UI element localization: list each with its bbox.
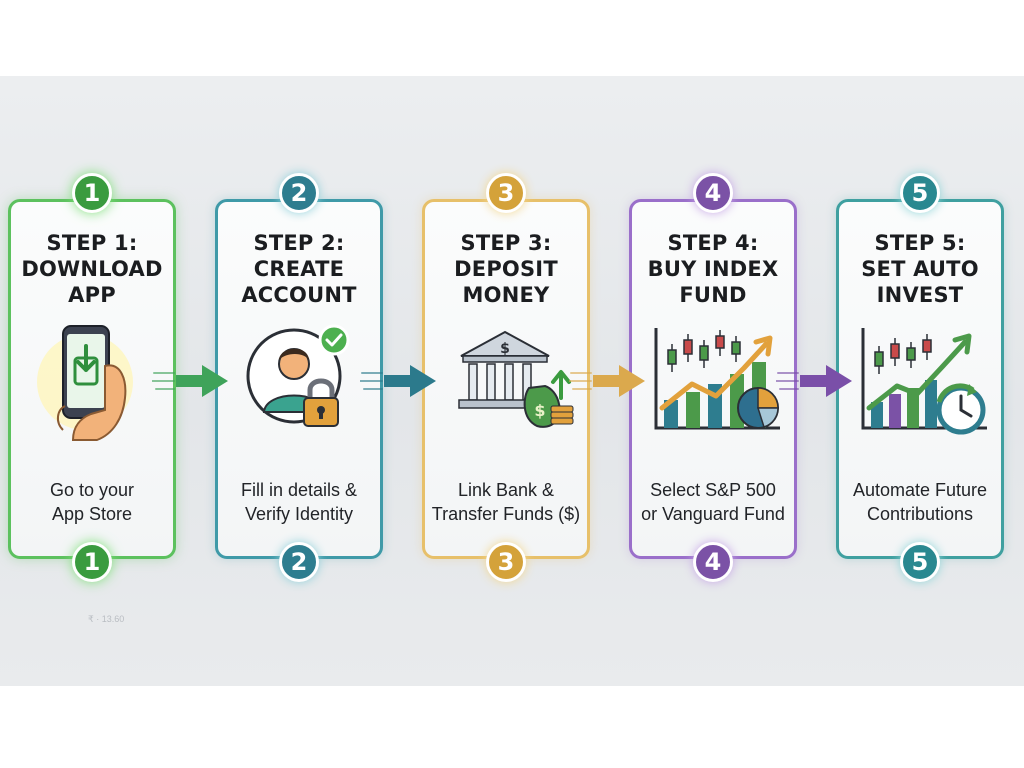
svg-text:$: $ <box>534 401 545 420</box>
process-diagram: STEP 1: DOWNLOAD APP Go to your App Stor… <box>0 76 1024 686</box>
svg-text:$: $ <box>500 341 510 357</box>
step-2-badge-bottom: 2 <box>279 542 319 582</box>
step-2-title: STEP 2: CREATE ACCOUNT <box>241 231 357 307</box>
arrow-2-to-3 <box>360 365 436 397</box>
step-4-title: STEP 4: BUY INDEX FUND <box>647 231 779 307</box>
bank-money-icon: $ $ <box>458 330 574 428</box>
user-lock-icon <box>246 324 350 427</box>
step-3-title: STEP 3: DEPOSIT MONEY <box>454 231 558 307</box>
step-1-title: STEP 1: DOWNLOAD APP <box>21 231 163 307</box>
step-1-badge-bottom: 1 <box>72 542 112 582</box>
step-5-title: STEP 5: SET AUTO INVEST <box>861 231 979 307</box>
step-5-badge-top: 5 <box>900 173 940 213</box>
step-card-5: STEP 5: SET AUTO INVEST Automate Future … <box>836 199 1004 559</box>
step-2-description: Fill in details & Verify Identity <box>240 480 358 524</box>
step-4-description: Select S&P 500 or Vanguard Fund <box>641 480 785 524</box>
step-4-badge-top: 4 <box>693 173 733 213</box>
step-5-description: Automate Future Contributions <box>852 480 988 524</box>
step-3-description: Link Bank & Transfer Funds ($) <box>431 480 581 524</box>
step-1-badge-top: 1 <box>72 173 112 213</box>
step-4-badge-bottom: 4 <box>693 542 733 582</box>
step-2-badge-top: 2 <box>279 173 319 213</box>
arrow-4-to-5 <box>776 365 852 397</box>
step-1-description: Go to your App Store <box>49 480 135 524</box>
step-5-badge-bottom: 5 <box>900 542 940 582</box>
chart-clock-icon <box>861 328 987 435</box>
chart-growth-icon <box>654 328 780 430</box>
arrow-3-to-4 <box>569 365 645 397</box>
step-card-1: STEP 1: DOWNLOAD APP Go to your App Stor… <box>8 199 176 559</box>
step-3-badge-bottom: 3 <box>486 542 526 582</box>
step-card-3: STEP 3: DEPOSIT MONEY $ $ Link Bank & Tr… <box>422 199 590 559</box>
step-3-badge-top: 3 <box>486 173 526 213</box>
step-card-2: STEP 2: CREATE ACCOUNT Fill in details &… <box>215 199 383 559</box>
phone-download-icon <box>37 325 133 441</box>
faint-watermark: ₹ · 13.60 <box>88 614 125 624</box>
arrow-1-to-2 <box>152 365 228 397</box>
step-card-4: STEP 4: BUY INDEX FUND Select S&P 500 or… <box>629 199 797 559</box>
